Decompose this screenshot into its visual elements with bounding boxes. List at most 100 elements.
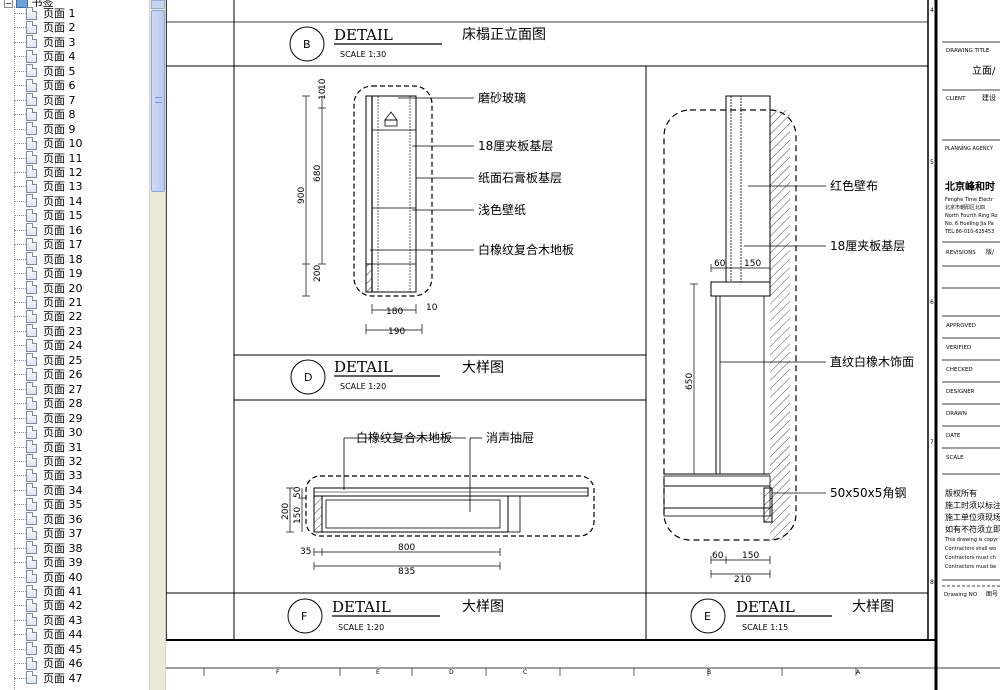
page-icon: [26, 49, 37, 63]
svg-text:TEL:86-010-625453: TEL:86-010-625453: [944, 229, 994, 235]
tree-item[interactable]: 页面 10: [14, 136, 83, 151]
tree-item[interactable]: 页面 35: [14, 497, 83, 511]
page-icon: [26, 555, 37, 569]
page-icon: [26, 483, 37, 497]
tree-connector: [14, 619, 26, 621]
tree-item[interactable]: 页面 27: [14, 382, 83, 396]
tree-item[interactable]: 页面 12: [14, 165, 83, 179]
tree-connector: [14, 547, 26, 549]
tree-item[interactable]: 页面 21: [14, 295, 83, 309]
tree-item-label: 页面 11: [43, 151, 83, 165]
tree-item[interactable]: 页面 7: [14, 93, 76, 107]
svg-text:150: 150: [744, 259, 761, 269]
detail-e-dim-text: 60 150 650 60 150 210: [685, 259, 761, 585]
svg-text:North Fourth Ring Ro: North Fourth Ring Ro: [945, 213, 997, 219]
svg-text:施工时须以标注: 施工时须以标注: [945, 500, 1000, 510]
tree-item[interactable]: 页面 23: [14, 324, 83, 338]
drawing-canvas[interactable]: F E D C B A 4 5 6 7 8 B DETAIL SCALE 1:3…: [166, 0, 1000, 690]
detail-f-header: F DETAIL SCALE 1:20 大样图: [287, 598, 504, 634]
tree-item[interactable]: 页面 16: [14, 223, 83, 237]
tree-item[interactable]: 页面 37: [14, 526, 83, 540]
svg-text:7: 7: [930, 439, 934, 446]
tree-item[interactable]: 页面 45: [14, 642, 83, 656]
scroll-up-button[interactable]: [151, 0, 165, 9]
tree-scrollbar[interactable]: [149, 0, 165, 690]
tree-item[interactable]: 页面 26: [14, 367, 83, 382]
tree-root-node[interactable]: − 书签: [4, 0, 54, 9]
svg-text:D: D: [304, 371, 312, 384]
tree-item[interactable]: 页面 41: [14, 584, 83, 598]
tree-item[interactable]: 页面 43: [14, 613, 83, 627]
svg-text:60: 60: [714, 259, 726, 269]
svg-text:CLIENT: CLIENT: [946, 96, 966, 102]
tree-item-label: 页面 7: [43, 93, 76, 107]
tree-item[interactable]: 页面 40: [14, 570, 83, 584]
svg-text:18厘夹板基层: 18厘夹板基层: [830, 239, 905, 253]
page-icon: [26, 468, 37, 482]
page-icon: [26, 671, 37, 685]
tree-item-label: 页面 26: [43, 368, 83, 382]
tree-item[interactable]: 页面 17: [14, 237, 83, 251]
tree-connector: [14, 41, 26, 43]
tree-item[interactable]: 页面 36: [14, 512, 83, 526]
tree-item[interactable]: 页面 24: [14, 338, 83, 352]
tree-item[interactable]: 页面 14: [14, 194, 83, 208]
tree-item[interactable]: 页面 19: [14, 266, 83, 280]
tree-item-label: 页面 1: [43, 7, 76, 20]
tree-item[interactable]: 页面 2: [14, 20, 76, 34]
tree-item[interactable]: 页面 11: [14, 151, 83, 165]
tree-item[interactable]: 页面 22: [14, 309, 83, 323]
tree-connector: [14, 273, 26, 275]
tree-connector: [14, 186, 26, 188]
tree-item[interactable]: 页面 30: [14, 425, 83, 439]
detail-d-header: D DETAIL SCALE 1:20 大样图: [290, 358, 504, 395]
tree-item[interactable]: 页面 4: [14, 49, 76, 63]
page-icon: [26, 440, 37, 453]
tree-item[interactable]: 页面 47: [14, 671, 83, 685]
tree-item[interactable]: 页面 8: [14, 107, 76, 122]
tree-item[interactable]: 页面 33: [14, 468, 83, 482]
collapse-icon[interactable]: −: [4, 0, 13, 8]
tree-item[interactable]: 页面 39: [14, 555, 83, 569]
svg-text:190: 190: [388, 327, 405, 337]
tree-item[interactable]: 页面 9: [14, 122, 76, 136]
tree-item[interactable]: 页面 13: [14, 179, 83, 193]
tree-item-label: 页面 8: [43, 108, 76, 122]
tree-item[interactable]: 页面 31: [14, 440, 83, 454]
tree-item[interactable]: 页面 1: [14, 6, 76, 20]
tree-item[interactable]: 页面 3: [14, 35, 76, 49]
tree-item-label: 页面 41: [43, 585, 83, 598]
tree-item-label: 页面 40: [43, 570, 83, 584]
tree-item[interactable]: 页面 18: [14, 252, 83, 266]
tree-connector: [14, 417, 26, 419]
tree-item[interactable]: 页面 25: [14, 353, 83, 367]
scroll-thumb[interactable]: [151, 10, 165, 192]
tree-item-label: 页面 38: [43, 541, 83, 555]
tree-item[interactable]: 页面 46: [14, 656, 83, 670]
svg-text:施工单位须现场: 施工单位须现场: [945, 512, 1000, 522]
tree-item-label: 页面 10: [43, 137, 83, 151]
svg-text:DRAWN: DRAWN: [946, 411, 967, 417]
tree-item[interactable]: 页面 44: [14, 627, 83, 641]
tree-item[interactable]: 页面 34: [14, 483, 83, 497]
tree-item[interactable]: 页面 5: [14, 64, 76, 78]
page-icon: [26, 223, 37, 237]
svg-text:白橡纹复合木地板: 白橡纹复合木地板: [478, 242, 574, 257]
tree-item[interactable]: 页面 15: [14, 208, 83, 222]
tree-item[interactable]: 页面 38: [14, 541, 83, 555]
tree-connector: [14, 244, 26, 246]
tree-item[interactable]: 页面 32: [14, 454, 83, 468]
tree-item[interactable]: 页面 42: [14, 598, 83, 612]
tree-item-label: 页面 12: [43, 165, 83, 179]
tree-item[interactable]: 页面 28: [14, 396, 83, 410]
tree-connector-line: [14, 6, 15, 690]
tree-connector: [14, 388, 26, 390]
page-icon: [26, 497, 37, 511]
tree-item[interactable]: 页面 6: [14, 78, 76, 92]
tree-item[interactable]: 页面 29: [14, 411, 83, 425]
tree-connector: [14, 330, 26, 332]
svg-text:Drawing NO: Drawing NO: [944, 592, 978, 598]
tree-connector: [14, 576, 26, 578]
tree-item[interactable]: 页面 20: [14, 281, 83, 295]
